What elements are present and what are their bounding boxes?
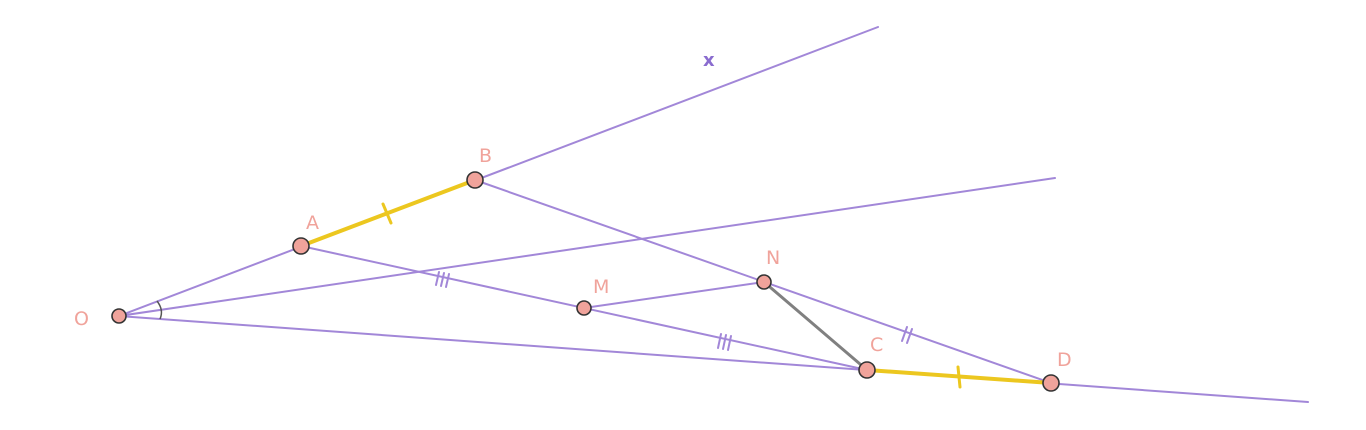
tick-cd bbox=[956, 365, 962, 389]
segment-nc bbox=[762, 280, 869, 372]
label-b: B bbox=[479, 145, 492, 167]
segment-mn bbox=[583, 281, 765, 309]
label-o: O bbox=[74, 308, 89, 330]
angle-mark-o bbox=[156, 300, 163, 320]
point-d[interactable] bbox=[1042, 374, 1060, 392]
label-c: C bbox=[870, 334, 883, 356]
label-m: M bbox=[593, 276, 609, 298]
ray-ox bbox=[118, 26, 879, 317]
tick-ab bbox=[381, 202, 393, 225]
triple-tick-am bbox=[435, 271, 450, 288]
point-b[interactable] bbox=[466, 171, 484, 189]
double-tick-nd bbox=[901, 326, 913, 344]
point-o[interactable] bbox=[111, 308, 127, 324]
point-m[interactable] bbox=[576, 300, 592, 316]
triple-tick-mc bbox=[717, 333, 732, 351]
bisector-line bbox=[118, 177, 1056, 317]
ray-od bbox=[118, 315, 1309, 403]
label-x: x bbox=[703, 50, 715, 71]
label-n: N bbox=[766, 247, 780, 269]
point-a[interactable] bbox=[292, 237, 310, 255]
label-d: D bbox=[1057, 349, 1072, 371]
point-n[interactable] bbox=[756, 274, 772, 290]
label-a: A bbox=[306, 212, 319, 234]
point-c[interactable] bbox=[858, 361, 876, 379]
